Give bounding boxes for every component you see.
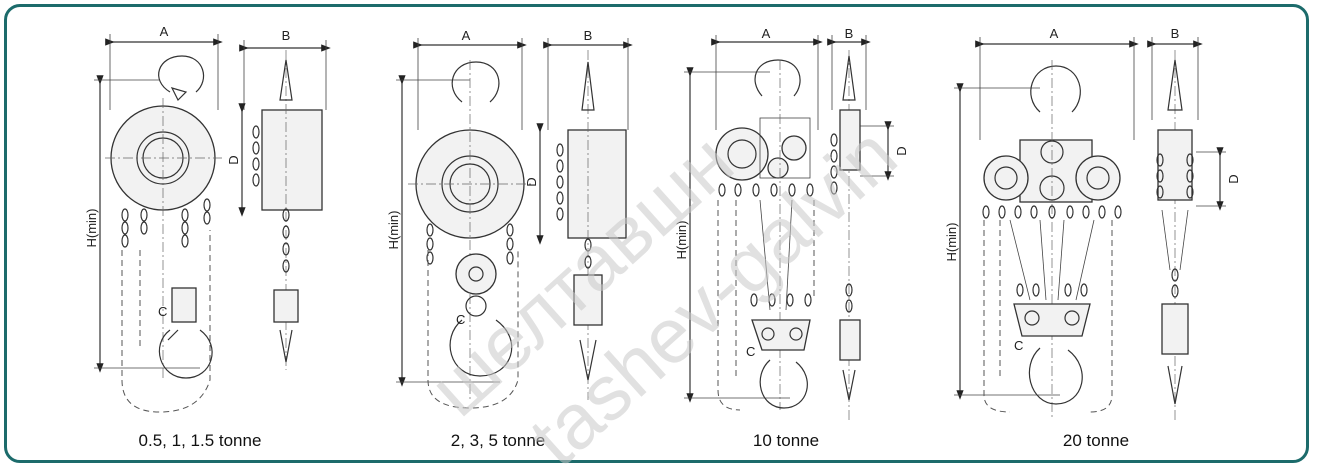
dim-b-label: B bbox=[282, 28, 291, 43]
dim-h-label: H(min) bbox=[944, 223, 959, 262]
caption-panel-1: 0.5, 1, 1.5 tonne bbox=[139, 431, 262, 450]
dim-b-label: B bbox=[584, 28, 593, 43]
dim-d-label: D bbox=[1226, 174, 1241, 183]
dim-d-label: D bbox=[894, 146, 909, 155]
dim-c-label: C bbox=[1014, 338, 1023, 353]
dim-a-label: A bbox=[1050, 26, 1059, 41]
caption-panel-3: 10 tonne bbox=[753, 431, 819, 450]
diagram-frame bbox=[4, 4, 1309, 463]
caption-panel-2: 2, 3, 5 tonne bbox=[451, 431, 546, 450]
dim-c-label: C bbox=[158, 304, 167, 319]
panel-3: A B H(min) D C bbox=[674, 26, 909, 450]
caption-panel-4: 20 tonne bbox=[1063, 431, 1129, 450]
dim-c-label: C bbox=[456, 312, 465, 327]
dim-b-label: B bbox=[845, 26, 854, 41]
dim-h-label: H(min) bbox=[84, 209, 99, 248]
panel-4: A B H(min) D C bbox=[944, 26, 1241, 450]
dim-b-label: B bbox=[1171, 26, 1180, 41]
dim-h-label: H(min) bbox=[386, 211, 401, 250]
dim-d-label: D bbox=[226, 155, 241, 164]
panel-2: A B H(min) D C 2, bbox=[386, 28, 633, 450]
dim-h-label: H(min) bbox=[674, 221, 689, 260]
dim-c-label: C bbox=[746, 344, 755, 359]
panel-1: A B H(min) D C bbox=[84, 24, 331, 450]
dim-a-label: A bbox=[160, 24, 169, 39]
dim-a-label: A bbox=[462, 28, 471, 43]
dim-d-label: D bbox=[524, 177, 539, 186]
dim-a-label: A bbox=[762, 26, 771, 41]
